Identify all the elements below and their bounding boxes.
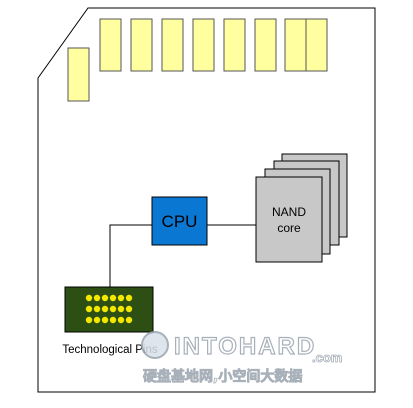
- test-pad-dot: [125, 305, 133, 313]
- nand-label-line2: core: [277, 221, 301, 235]
- test-pad-dot: [117, 316, 125, 324]
- technological-pins-label: Technological Pins: [62, 344, 158, 356]
- test-pad-dot: [85, 294, 93, 302]
- test-pad-dot: [101, 316, 109, 324]
- cpu-block: [151, 196, 208, 246]
- cpu-to-pins-line: [109, 224, 152, 287]
- test-pad-dot: [101, 294, 109, 302]
- contact-pin-5: [192, 18, 215, 72]
- technological-pins-block: [64, 286, 154, 333]
- watermark-sub-text: 硬盘基地网,小空间大数据: [143, 368, 302, 385]
- contact-pin-1: [67, 47, 90, 102]
- test-pad-dot: [93, 316, 101, 324]
- watermark-logo-circle: [141, 331, 169, 359]
- contact-pin-4: [161, 18, 184, 72]
- test-pad-dot: [109, 316, 117, 324]
- test-pad-dot: [93, 294, 101, 302]
- nand-core-block: [255, 176, 323, 263]
- test-pad-dot: [117, 305, 125, 313]
- contact-pin-9: [305, 18, 328, 72]
- contact-pin-3: [130, 18, 153, 72]
- connector-lines: [109, 224, 256, 287]
- test-pad-dot: [93, 305, 101, 313]
- test-pad-dot: [125, 294, 133, 302]
- contact-pin-8: [284, 18, 307, 72]
- nand-stack: [255, 153, 348, 263]
- watermark: INTOHARD .com 硬盘基地网,小空间大数据: [141, 331, 343, 385]
- test-pad-dot: [101, 305, 109, 313]
- test-pad-dot: [117, 294, 125, 302]
- contact-pin-2: [99, 18, 122, 72]
- pin-dot-grid: [85, 294, 133, 324]
- test-pad-dot: [109, 294, 117, 302]
- test-pad-dot: [85, 305, 93, 313]
- nand-label-line1: NAND: [272, 205, 306, 219]
- test-pad-dot: [109, 305, 117, 313]
- watermark-suffix-text: .com: [312, 350, 342, 365]
- contact-pin-6: [223, 18, 246, 72]
- contact-pins: [67, 18, 328, 102]
- contact-pin-7: [254, 18, 277, 72]
- test-pad-dot: [85, 316, 93, 324]
- watermark-main-text: INTOHARD: [174, 333, 316, 360]
- test-pad-dot: [125, 316, 133, 324]
- cpu-label: CPU: [162, 212, 198, 231]
